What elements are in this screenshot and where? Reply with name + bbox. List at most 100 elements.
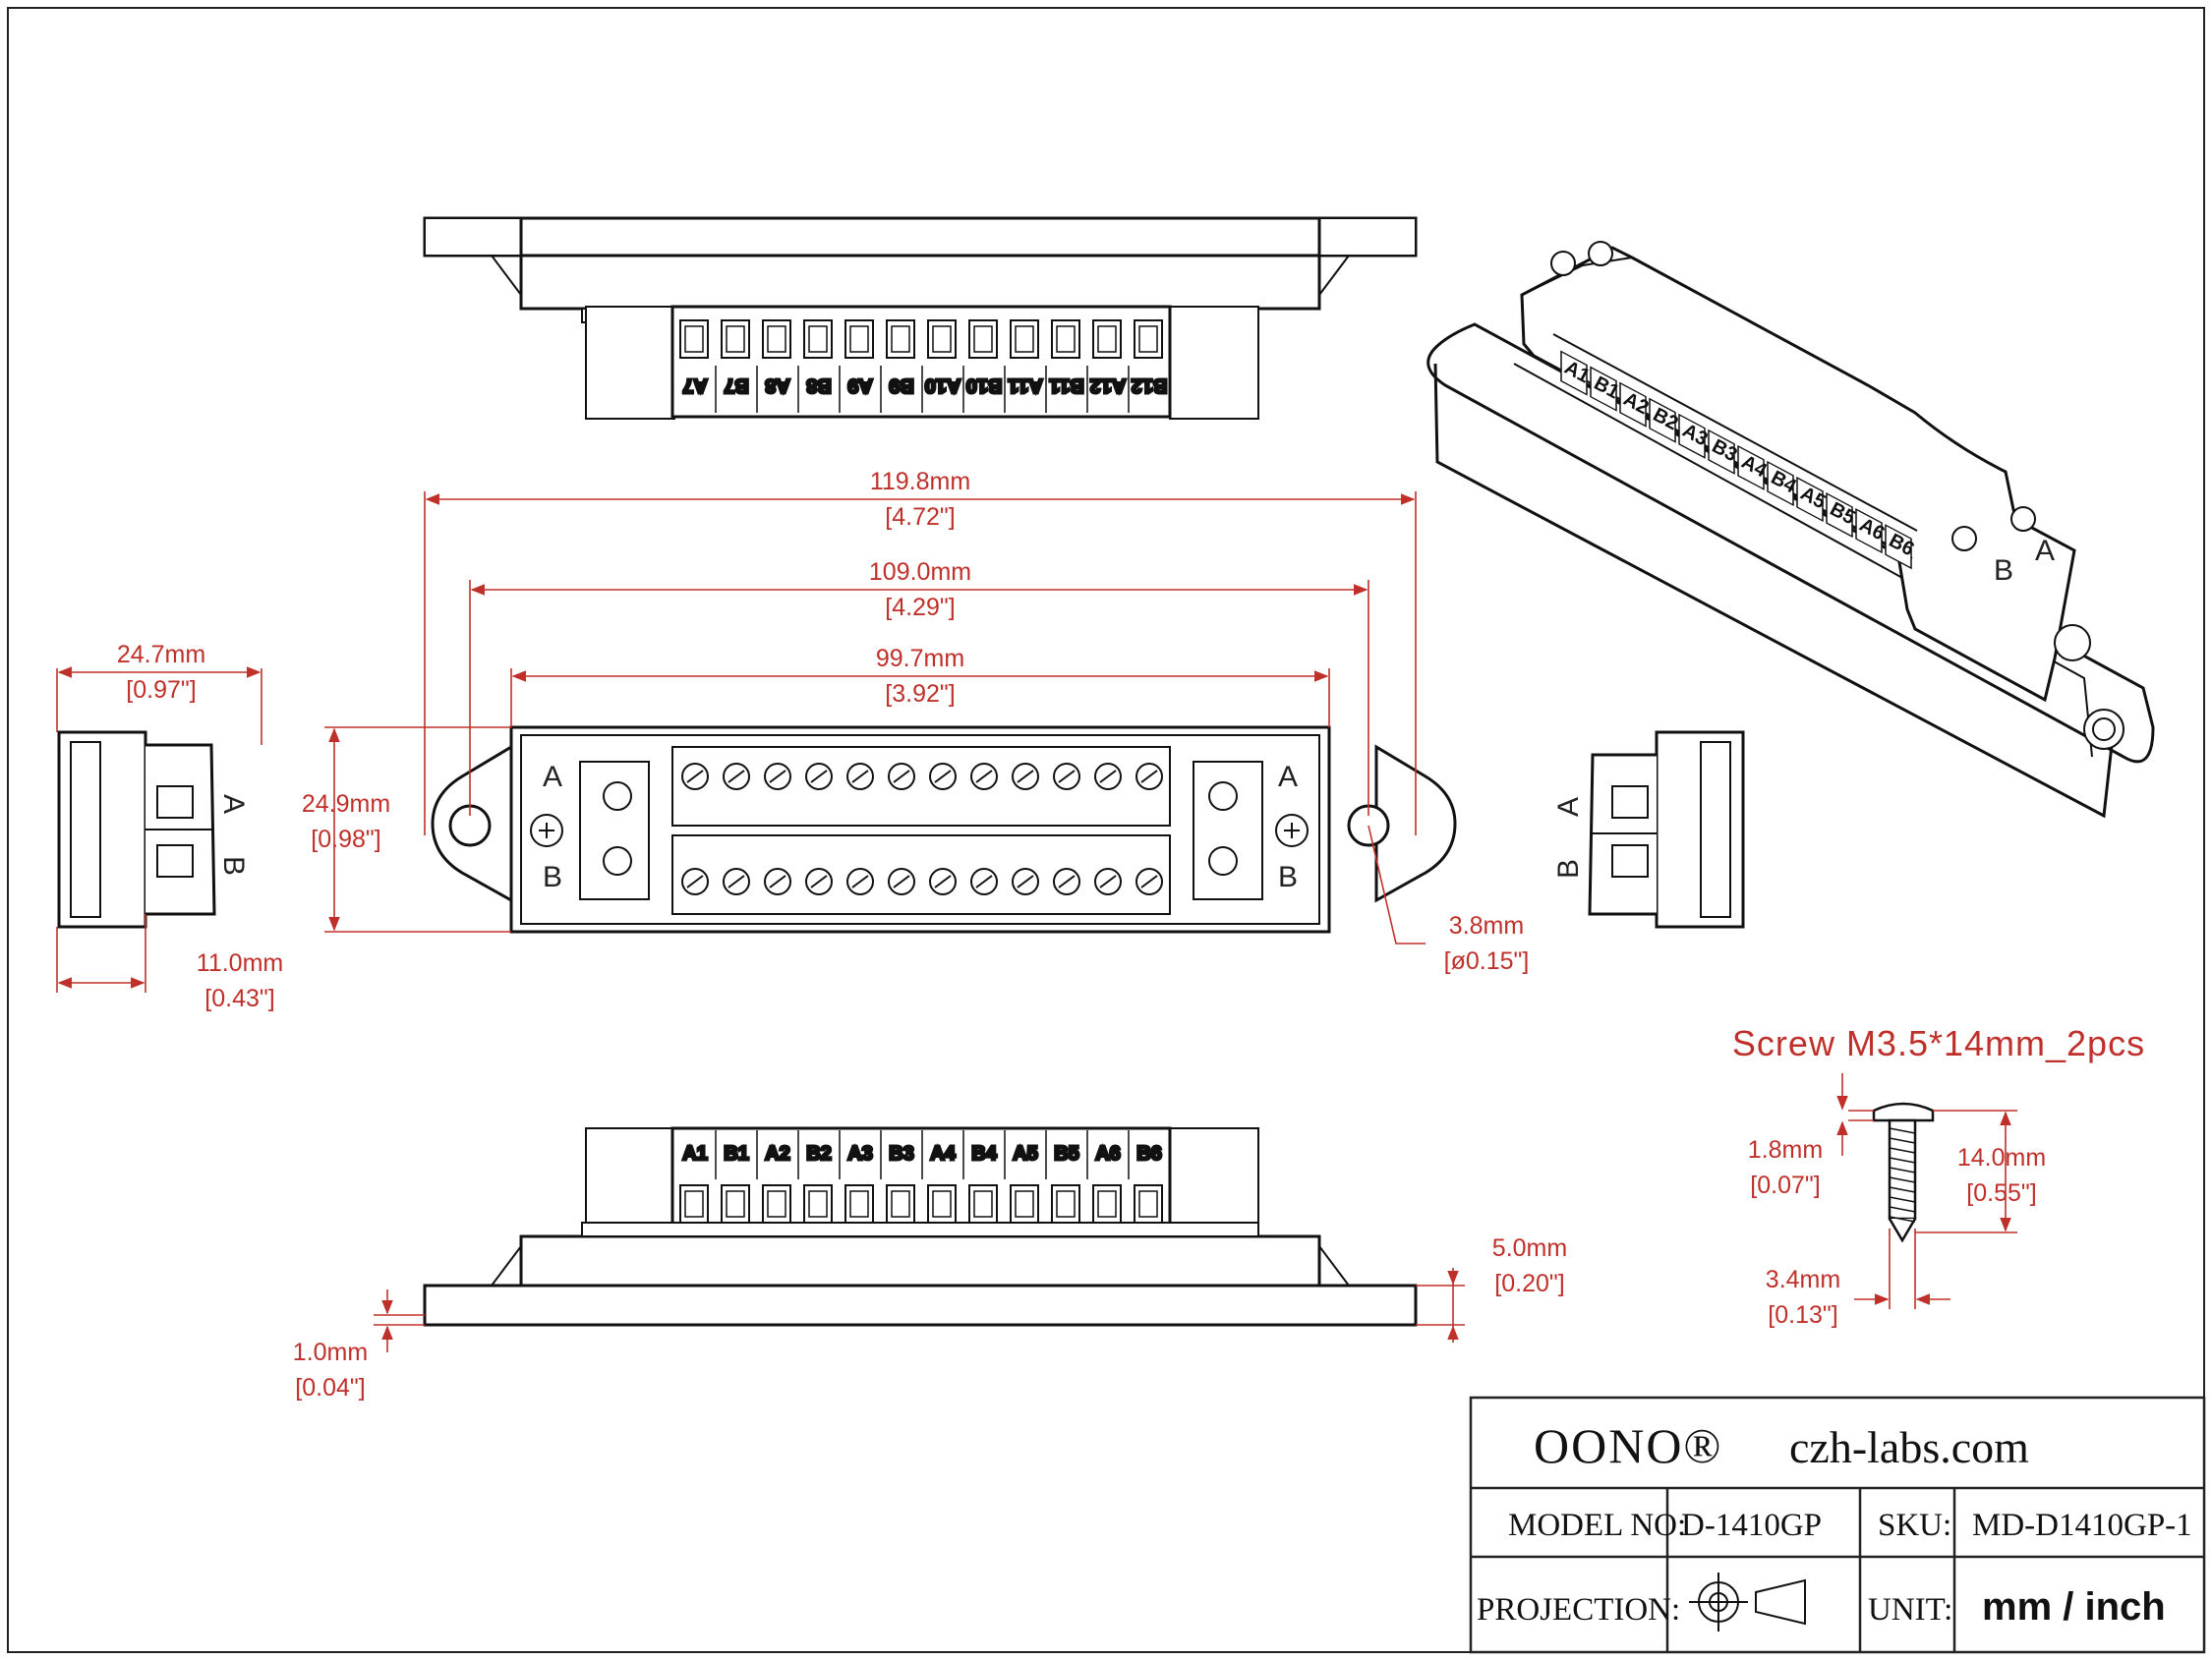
front-terminal-label: B4 bbox=[971, 1143, 997, 1165]
projection-symbol-icon bbox=[1689, 1573, 1806, 1631]
plan-screw bbox=[1094, 868, 1122, 895]
iso-bus-label-a: A bbox=[2035, 535, 2055, 567]
thread-line bbox=[1889, 1176, 1916, 1183]
plan-right-label-b: B bbox=[1278, 861, 1298, 893]
screw-diameter-dim: 3.4mm bbox=[1766, 1266, 1840, 1293]
front-terminal: B4 bbox=[968, 1130, 1006, 1224]
front-terminal-label: B1 bbox=[724, 1143, 749, 1165]
model-value: D-1410GP bbox=[1681, 1508, 1822, 1543]
screw-diameter-dim-inch: [0.13"] bbox=[1768, 1301, 1837, 1329]
side-right-label-a: A bbox=[1552, 797, 1585, 817]
thread-line bbox=[1889, 1216, 1916, 1223]
iso-bus-label-b: B bbox=[1994, 554, 2013, 587]
plan-screw bbox=[1135, 868, 1163, 895]
dim-base-thickness: 1.0mm bbox=[293, 1339, 368, 1366]
front-terminal-label: A1 bbox=[682, 1143, 708, 1165]
plan-screw bbox=[846, 868, 874, 895]
plan-screw bbox=[929, 868, 957, 895]
back-terminal: A11 bbox=[1007, 319, 1047, 413]
plan-left-label-a: A bbox=[543, 761, 562, 793]
back-terminal: A12 bbox=[1088, 319, 1130, 413]
front-terminal-label: B6 bbox=[1136, 1143, 1162, 1165]
side-left-label-a: A bbox=[217, 794, 250, 814]
thread-line bbox=[1889, 1206, 1916, 1213]
thread-line bbox=[1889, 1196, 1916, 1203]
front-terminal: B2 bbox=[803, 1130, 841, 1224]
side-left-label-b: B bbox=[217, 856, 250, 876]
dim-flange-height: 5.0mm bbox=[1492, 1234, 1567, 1262]
iso-terminal: A2 bbox=[1619, 381, 1653, 428]
front-terminal: B3 bbox=[886, 1130, 923, 1224]
front-terminal-label: B3 bbox=[889, 1143, 914, 1165]
dim-hole-diameter: 3.8mm bbox=[1449, 912, 1524, 940]
back-terminal: A8 bbox=[762, 319, 799, 413]
plan-screw bbox=[888, 868, 915, 895]
left-side-view: A B bbox=[57, 730, 250, 929]
iso-terminal: B5 bbox=[1826, 491, 1859, 539]
plan-left-label-b: B bbox=[543, 861, 562, 893]
back-terminal-label: B9 bbox=[889, 374, 914, 396]
front-terminal-label: A5 bbox=[1013, 1143, 1038, 1165]
plan-screw bbox=[723, 868, 750, 895]
front-terminal-label: A2 bbox=[765, 1143, 790, 1165]
plan-screw bbox=[929, 763, 957, 790]
brand-logo-text: OONO® bbox=[1534, 1418, 1722, 1473]
front-terminal-label: A6 bbox=[1095, 1143, 1121, 1165]
back-terminal-label: B10 bbox=[966, 374, 1003, 396]
back-terminal: B8 bbox=[803, 319, 841, 413]
back-terminal-label: A7 bbox=[682, 374, 708, 396]
side-right-label-b: B bbox=[1552, 859, 1585, 879]
plan-screw bbox=[681, 868, 709, 895]
iso-terminal: A3 bbox=[1678, 413, 1712, 459]
thread-line bbox=[1889, 1186, 1916, 1193]
plan-screw bbox=[681, 763, 709, 790]
dimension-lines bbox=[56, 491, 1465, 1352]
back-terminal: B7 bbox=[721, 319, 758, 413]
front-terminal-label: B5 bbox=[1054, 1143, 1079, 1165]
sku-label: SKU: bbox=[1878, 1508, 1951, 1543]
back-terminal: B10 bbox=[964, 319, 1006, 413]
back-terminal-label: B12 bbox=[1132, 374, 1168, 396]
thread-line bbox=[1889, 1157, 1916, 1164]
back-terminal: B12 bbox=[1130, 319, 1171, 413]
dim-body-width: 24.9mm bbox=[302, 790, 390, 818]
back-terminal-label: A8 bbox=[765, 374, 790, 396]
front-elevation-view: A1 B1 A2 B2 A3 B3 A4 B4 A5 B5 A6 B6 bbox=[423, 1126, 1418, 1327]
website-url: czh-labs.com bbox=[1789, 1422, 2029, 1472]
plan-screw bbox=[1053, 868, 1080, 895]
plan-screw bbox=[805, 868, 833, 895]
dim-flange-height-inch: [0.20"] bbox=[1494, 1270, 1564, 1297]
back-terminal: A10 bbox=[923, 319, 964, 413]
plan-screw bbox=[1012, 763, 1039, 790]
front-terminal-label: A3 bbox=[847, 1143, 873, 1165]
plan-screw bbox=[1012, 868, 1039, 895]
screw-length-dim-inch: [0.55"] bbox=[1966, 1179, 2036, 1207]
front-terminal: A4 bbox=[927, 1130, 964, 1224]
dim-body-length: 99.7mm bbox=[876, 645, 964, 672]
dimension-labels: 119.8mm [4.72"] 109.0mm [4.29"] 99.7mm [… bbox=[117, 468, 1567, 1402]
front-terminal: B5 bbox=[1051, 1130, 1088, 1224]
back-terminal: B9 bbox=[886, 319, 923, 413]
screw-head-dim-inch: [0.07"] bbox=[1750, 1172, 1820, 1199]
thread-line bbox=[1889, 1147, 1916, 1154]
thread-line bbox=[1889, 1127, 1916, 1134]
plan-screw bbox=[764, 868, 791, 895]
plan-screw bbox=[970, 763, 998, 790]
thread-line bbox=[1889, 1137, 1916, 1144]
model-label: MODEL NO: bbox=[1508, 1508, 1686, 1543]
dim-overall-length-inch: [4.72"] bbox=[885, 503, 955, 531]
plan-screw bbox=[1135, 763, 1163, 790]
front-terminal: B6 bbox=[1134, 1130, 1171, 1224]
dim-hole-diameter-inch: [ø0.15"] bbox=[1444, 947, 1530, 975]
back-terminal: A9 bbox=[844, 319, 882, 413]
back-terminal-label: A11 bbox=[1008, 374, 1043, 396]
back-terminal-label: B7 bbox=[724, 374, 749, 396]
plan-screw bbox=[970, 868, 998, 895]
front-terminal-label: B2 bbox=[806, 1143, 832, 1165]
front-terminal: B1 bbox=[721, 1130, 758, 1224]
plan-view: A B A B bbox=[431, 725, 1457, 934]
unit-label: UNIT: bbox=[1868, 1592, 1952, 1628]
back-terminal-label: A9 bbox=[847, 374, 873, 396]
